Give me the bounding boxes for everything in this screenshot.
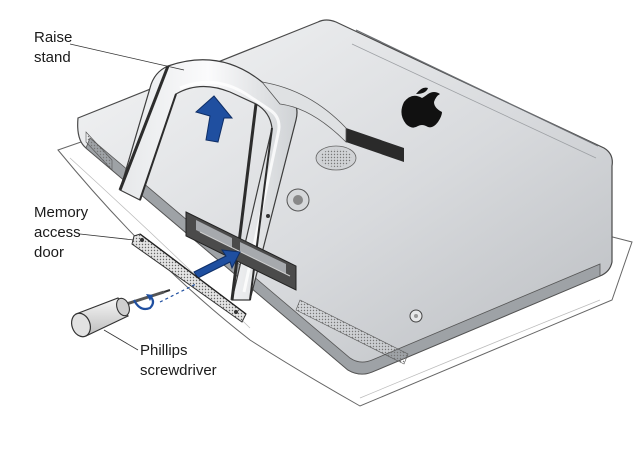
stand [118,59,347,301]
phillips-screwdriver-label: Phillips screwdriver [140,342,217,379]
left-vent [85,131,113,171]
screwdriver-icon [70,289,171,338]
memory-door-leader [79,233,135,241]
speaker-grille [315,145,357,171]
apple-logo-icon [401,87,442,128]
up-arrow-icon [194,95,234,143]
memory-compartment [185,211,297,291]
screwdriver-leader [103,329,139,351]
bottom-vent [295,299,409,365]
right-arrow-icon [193,249,241,279]
memory-access-door [131,233,247,323]
raise-stand-label: Raise stand [34,29,73,66]
disc-slot [346,128,404,162]
raise-stand-leader [69,43,185,71]
memory-access-door-label: Memory access door [34,204,89,261]
